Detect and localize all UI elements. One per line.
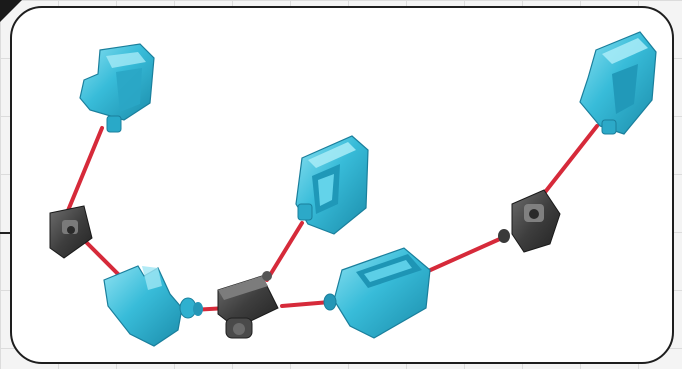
clip-top-left bbox=[79, 43, 155, 133]
wire-g bbox=[540, 124, 599, 198]
wire-d bbox=[265, 221, 304, 282]
connector-left bbox=[49, 205, 93, 259]
wire-e bbox=[280, 300, 332, 308]
clip-bottom-right bbox=[323, 247, 431, 339]
wire-a bbox=[65, 126, 104, 215]
side-guide-line bbox=[0, 232, 14, 234]
wire-f bbox=[415, 236, 504, 278]
cable-assembly-illustration bbox=[49, 31, 657, 347]
clip-top-right bbox=[579, 31, 657, 135]
connector-center bbox=[217, 271, 279, 339]
clip-bottom-left bbox=[103, 265, 203, 347]
illustration-frame bbox=[10, 6, 674, 364]
connector-right bbox=[498, 189, 561, 253]
clip-top-center bbox=[295, 135, 369, 235]
